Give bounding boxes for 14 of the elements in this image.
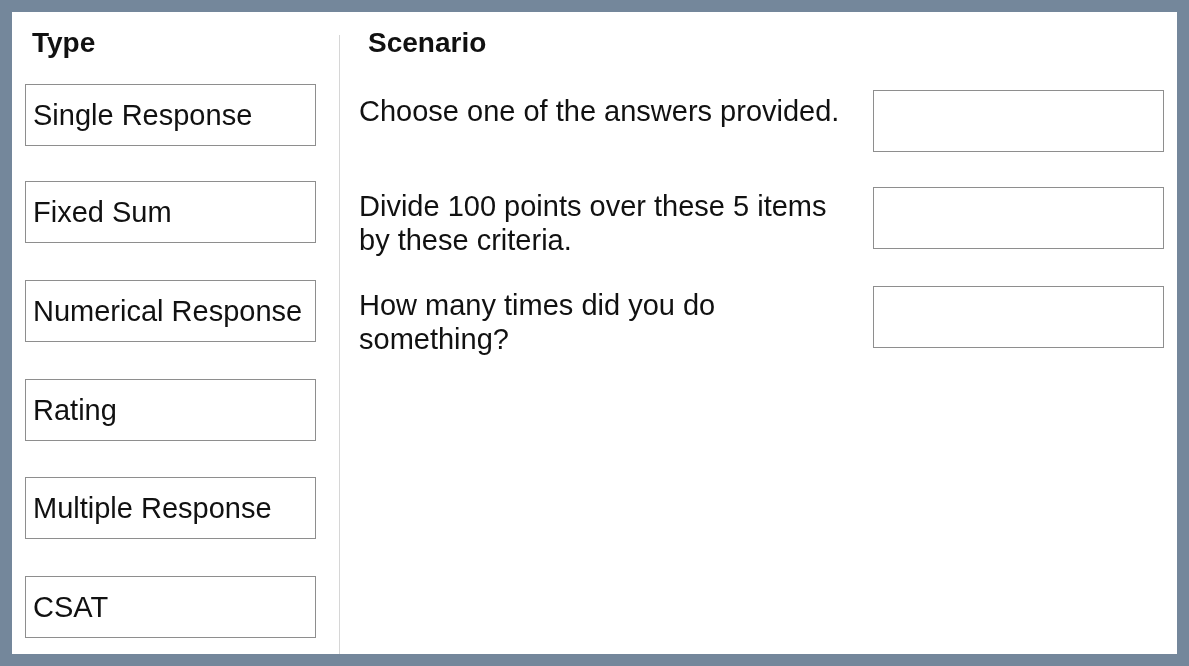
option-card: CSAT [25, 576, 316, 638]
scenario-text: Divide 100 points over these 5 items by these criteria. [359, 189, 828, 257]
answer-box [873, 286, 1164, 348]
column-heading: Type [32, 26, 96, 60]
scenario-text: How many times did you do something? [359, 288, 717, 356]
option-card: Fixed Sum [25, 181, 316, 243]
option-card: Rating [25, 379, 316, 441]
column-heading: Scenario [368, 26, 487, 60]
option-card: Single Response [25, 84, 316, 146]
option-card: Multiple Response [25, 477, 316, 539]
answer-box [873, 187, 1164, 249]
option-card: Numerical Response [25, 280, 316, 342]
answer-box [873, 90, 1164, 152]
scenario-text: Choose one of the answers provided. [359, 94, 841, 128]
